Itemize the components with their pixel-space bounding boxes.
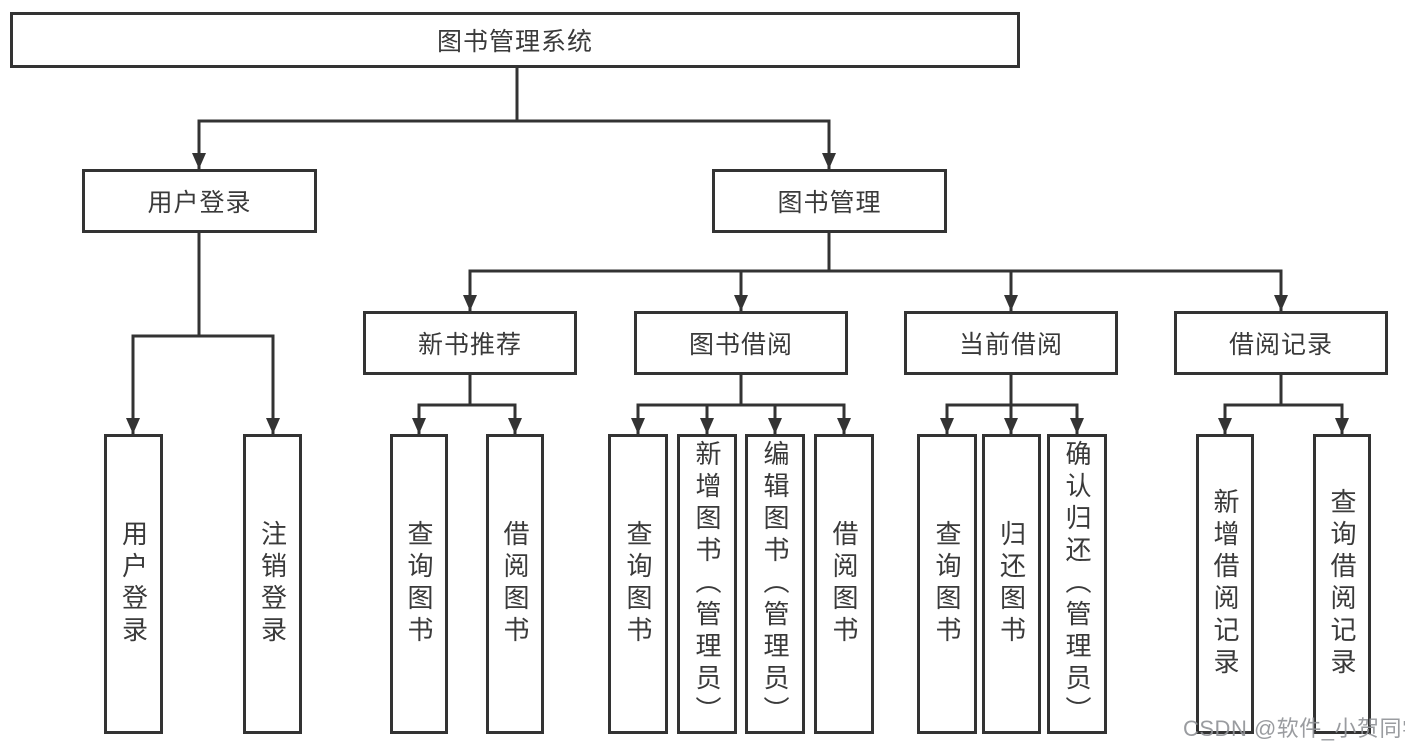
leaf-confirm-return-admin: 确认归还（管理员） — [1047, 434, 1107, 734]
leaf-label: 查询借阅记录 — [1327, 488, 1357, 680]
node-library-management-system: 图书管理系统 — [10, 12, 1020, 68]
leaf-label: 新增图书（管理员） — [692, 440, 722, 728]
leaf-label: 确认归还（管理员） — [1062, 440, 1092, 728]
node-current-borrow: 当前借阅 — [904, 311, 1118, 375]
node-borrow-records: 借阅记录 — [1174, 311, 1388, 375]
node-new-book-recommend: 新书推荐 — [363, 311, 577, 375]
leaf-user-login: 用户登录 — [104, 434, 163, 734]
csdn-watermark: CSDN @软件_小贺同学 — [1183, 716, 1405, 741]
leaf-label: 借阅图书 — [500, 520, 530, 648]
leaf-label: 查询图书 — [623, 520, 653, 648]
node-book-management: 图书管理 — [712, 169, 947, 233]
node-label: 用户登录 — [147, 189, 252, 217]
leaf-query-books-borrow: 查询图书 — [608, 434, 668, 734]
leaf-label: 编辑图书（管理员） — [760, 440, 790, 728]
leaf-add-borrow-record: 新增借阅记录 — [1196, 434, 1254, 734]
node-book-borrow: 图书借阅 — [634, 311, 848, 375]
leaf-return-books: 归还图书 — [982, 434, 1041, 734]
leaf-borrow-books: 借阅图书 — [814, 434, 874, 734]
leaf-query-borrow-record: 查询借阅记录 — [1313, 434, 1371, 734]
leaf-label: 查询图书 — [404, 520, 434, 648]
leaf-query-books-recommend: 查询图书 — [390, 434, 448, 734]
leaf-borrow-books-recommend: 借阅图书 — [486, 434, 544, 734]
node-label: 图书管理系统 — [436, 28, 593, 56]
leaf-label: 新增借阅记录 — [1210, 488, 1240, 680]
leaf-label: 借阅图书 — [829, 520, 859, 648]
leaf-label: 归还图书 — [996, 520, 1027, 648]
node-label: 图书管理 — [777, 189, 882, 217]
node-label: 图书借阅 — [688, 331, 793, 359]
leaf-query-books-current: 查询图书 — [917, 434, 977, 734]
node-label: 新书推荐 — [417, 331, 522, 359]
node-label: 借阅记录 — [1228, 331, 1333, 359]
leaf-add-book-admin: 新增图书（管理员） — [677, 434, 737, 734]
leaf-logout: 注销登录 — [243, 434, 302, 734]
leaf-edit-book-admin: 编辑图书（管理员） — [745, 434, 805, 734]
leaf-label: 注销登录 — [257, 520, 288, 648]
node-label: 当前借阅 — [958, 331, 1063, 359]
leaf-label: 查询图书 — [932, 520, 962, 648]
leaf-label: 用户登录 — [118, 520, 149, 648]
node-user-login: 用户登录 — [82, 169, 317, 233]
